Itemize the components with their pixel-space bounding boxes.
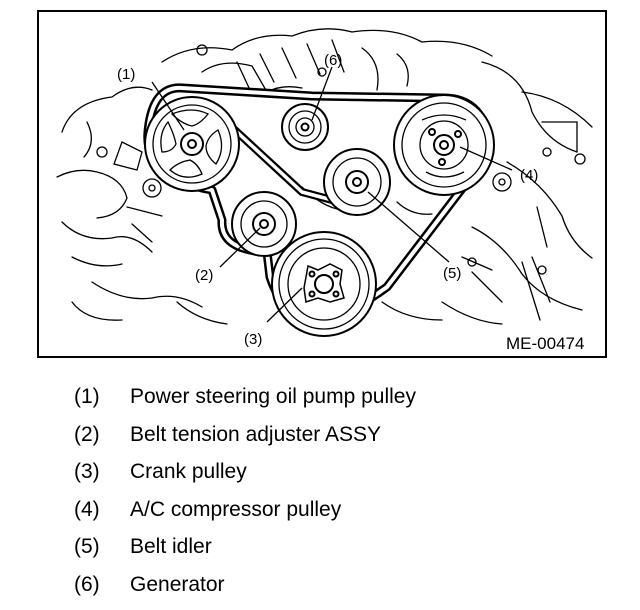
figure-id: ME-00474 xyxy=(506,334,584,353)
legend-label: Belt tension adjuster ASSY xyxy=(130,422,381,446)
engine-outline-sketch xyxy=(56,28,593,325)
legend-number: (2) xyxy=(74,422,100,446)
legend-label: A/C compressor pulley xyxy=(130,497,342,521)
legend-item: (3) Crank pulley xyxy=(74,459,614,497)
legend-number: (5) xyxy=(74,535,100,558)
generator-pulley xyxy=(281,103,329,151)
crank-pulley xyxy=(271,231,377,337)
callout-6: (6) xyxy=(324,52,342,69)
diagram-drawing: (1) (6) (4) (5) (2) (3) ME-00474 xyxy=(56,28,593,353)
callout-2: (2) xyxy=(195,267,213,284)
legend: (1) Power steering oil pump pulley (2) B… xyxy=(74,384,614,609)
belt-routing-diagram: (1) (6) (4) (5) (2) (3) ME-00474 xyxy=(37,10,607,358)
legend-label: Belt idler xyxy=(130,535,212,558)
legend-label: Crank pulley xyxy=(130,460,247,483)
legend-label: Power steering oil pump pulley xyxy=(130,385,416,408)
callout-5: (5) xyxy=(443,265,461,282)
legend-label: Generator xyxy=(130,572,225,596)
callout-3: (3) xyxy=(244,331,262,348)
ac-compressor-pulley xyxy=(393,94,495,196)
legend-number: (1) xyxy=(74,385,100,408)
legend-item: (4) A/C compressor pulley xyxy=(74,497,614,535)
belt-idler-pulley xyxy=(323,148,391,216)
legend-item: (2) Belt tension adjuster ASSY xyxy=(74,422,614,460)
callout-leaders xyxy=(151,66,513,323)
legend-item: (1) Power steering oil pump pulley xyxy=(74,384,614,422)
legend-item: (6) Generator xyxy=(74,572,614,610)
callout-4: (4) xyxy=(520,167,538,184)
power-steering-pulley xyxy=(144,96,240,192)
legend-number: (3) xyxy=(74,460,100,483)
legend-item: (5) Belt idler xyxy=(74,534,614,572)
legend-number: (6) xyxy=(74,572,100,596)
engine-bolts-sketch xyxy=(96,44,586,275)
callout-1: (1) xyxy=(117,66,135,83)
legend-number: (4) xyxy=(74,497,100,521)
